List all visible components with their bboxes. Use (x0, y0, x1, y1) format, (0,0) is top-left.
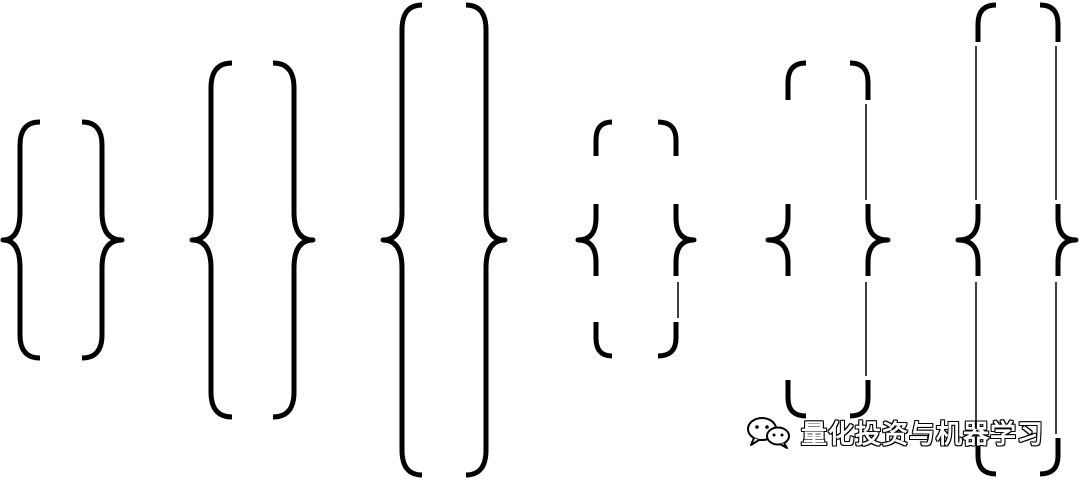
right-brace-top-hook (1039, 2, 1061, 42)
brace-pair-small-solid (0, 119, 125, 361)
brace-pair-medium-segmented (765, 60, 891, 419)
left-brace (0, 119, 41, 361)
brace-pair-medium-solid (189, 60, 316, 420)
right-brace-middle (673, 204, 697, 276)
wechat-icon (747, 417, 790, 449)
brace-pair-small-segmented (575, 119, 697, 359)
left-brace-middle (575, 204, 599, 276)
left-brace-top-hook (975, 2, 997, 42)
watermark-text: 量化投资与机器学习 (801, 419, 1045, 450)
left-brace-middle (765, 204, 791, 276)
left-brace-bottom-hook (593, 322, 613, 359)
right-brace-top-hook (657, 119, 679, 156)
left-brace-top-hook (785, 60, 807, 100)
right-brace-middle (865, 204, 891, 276)
left-brace (189, 60, 233, 420)
right-brace-top-hook (849, 60, 871, 100)
right-brace (81, 119, 125, 361)
left-brace-bottom-hook (785, 380, 807, 419)
brace-pair-large-solid (380, 2, 508, 478)
right-brace-bottom-hook (1039, 438, 1061, 477)
right-brace-bottom-hook (849, 380, 871, 419)
brace-pair-large-segmented (955, 2, 1079, 477)
right-brace-bottom-hook (657, 322, 679, 359)
watermark: 量化投资与机器学习 (745, 414, 1044, 450)
right-brace-middle (1055, 204, 1079, 276)
left-brace-middle (955, 204, 981, 276)
left-brace-top-hook (593, 119, 613, 156)
right-brace (465, 2, 508, 478)
right-brace (272, 60, 316, 420)
left-brace-bottom-hook (975, 438, 997, 477)
left-brace (380, 2, 423, 478)
